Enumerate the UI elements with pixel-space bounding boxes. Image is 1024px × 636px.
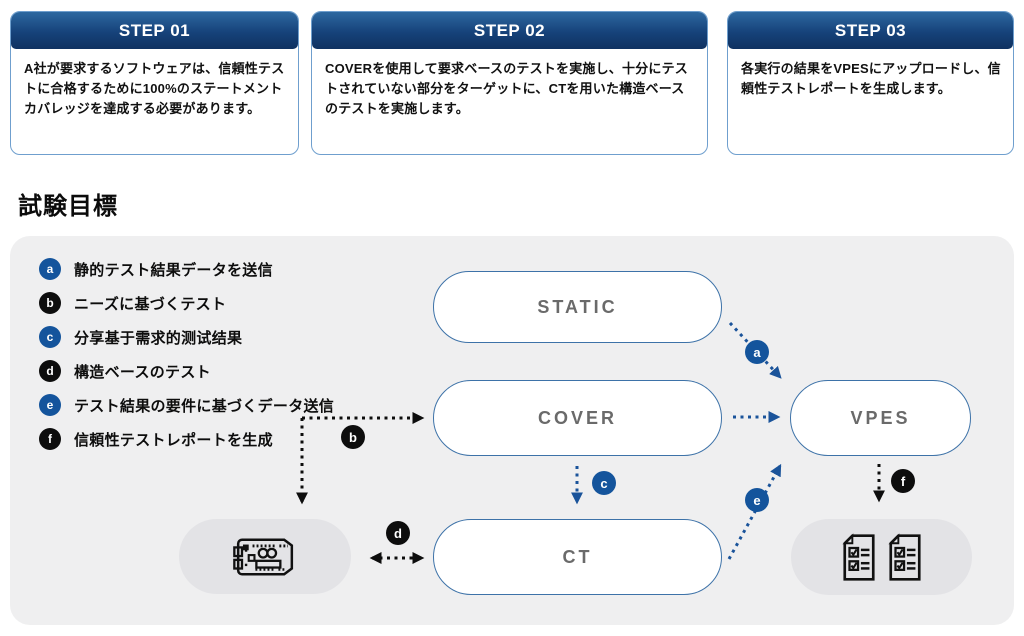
legend-item-c: c 分享基于需求的测试结果: [39, 325, 242, 349]
legend-badge-c: c: [39, 326, 61, 348]
legend-badge-d: d: [39, 360, 61, 382]
node-vpes: VPES: [790, 380, 971, 456]
diagram-panel: a 静的テスト結果データを送信 b ニーズに基づくテスト c 分享基于需求的测试…: [10, 236, 1014, 625]
diagram-badge-b: b: [341, 425, 365, 449]
arrow-e-ct-to-vpes: [727, 463, 782, 560]
section-title: 試験目標: [18, 193, 118, 220]
diagram-badge-f: f: [891, 469, 915, 493]
step-2-header: STEP 02: [312, 12, 707, 49]
legend-label-a: 静的テスト結果データを送信: [74, 261, 273, 279]
step-3-description: 各実行の結果をVPESにアップロードし、信頼性テストレポートを生成します。: [741, 61, 1001, 97]
step-card-3: STEP 03 各実行の結果をVPESにアップロードし、信頼性テストレポートを生…: [727, 11, 1014, 155]
step-3-header: STEP 03: [728, 12, 1013, 49]
reports-pill: [791, 519, 972, 595]
step-card-2: STEP 02 COVERを使用して要求ベースのテストを実施し、十分にテストされ…: [311, 11, 708, 155]
step-2-description: COVERを使用して要求ベースのテストを実施し、十分にテストされていない部分をタ…: [325, 61, 688, 117]
legend-item-d: d 構造ベースのテスト: [39, 359, 211, 383]
node-ct: CT: [433, 519, 722, 595]
legend-label-f: 信頼性テストレポートを生成: [74, 431, 273, 449]
step-1-description: A社が要求するソフトウェアは、信頼性テストに合格するために100%のステートメン…: [24, 61, 285, 117]
diagram-badge-c: c: [592, 471, 616, 495]
legend-item-b: b ニーズに基づくテスト: [39, 291, 226, 315]
legend-label-d: 構造ベースのテスト: [74, 363, 211, 381]
hardware-target-pill: [179, 519, 351, 594]
node-static: STATIC: [433, 271, 722, 343]
node-cover: COVER: [433, 380, 722, 456]
legend-label-c: 分享基于需求的测试结果: [74, 329, 243, 347]
legend-label-e: テスト結果の要件に基づくデータ送信: [74, 397, 335, 415]
circuit-board-icon: [233, 538, 294, 575]
legend-item-a: a 静的テスト結果データを送信: [39, 257, 273, 281]
legend-badge-b: b: [39, 292, 61, 314]
legend-item-f: f 信頼性テストレポートを生成: [39, 427, 273, 451]
legend-badge-e: e: [39, 394, 61, 416]
step-1-header: STEP 01: [11, 12, 298, 49]
report-checklist-icon: [887, 532, 921, 581]
legend-label-b: ニーズに基づくテスト: [74, 295, 227, 313]
step-card-1: STEP 01 A社が要求するソフトウェアは、信頼性テストに合格するために100…: [10, 11, 299, 155]
diagram-badge-a: a: [745, 340, 769, 364]
legend-badge-f: f: [39, 428, 61, 450]
report-checklist-icon: [841, 532, 875, 581]
diagram-badge-d: d: [386, 521, 410, 545]
diagram-badge-e: e: [745, 488, 769, 512]
legend-badge-a: a: [39, 258, 61, 280]
legend-item-e: e テスト結果の要件に基づくデータ送信: [39, 393, 334, 417]
